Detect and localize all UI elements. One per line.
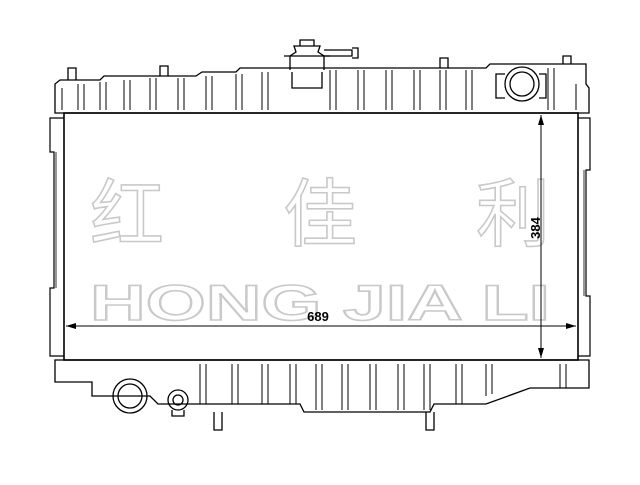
left-side-rail bbox=[49, 117, 64, 357]
width-dimension bbox=[66, 323, 576, 329]
height-dimension bbox=[538, 115, 544, 358]
top-tank-ribs bbox=[61, 68, 577, 110]
filler-neck bbox=[284, 39, 330, 89]
bottom-tank-ribs bbox=[199, 364, 567, 410]
bottom-mounting-pins bbox=[213, 412, 435, 431]
upper-inlet-pipe bbox=[495, 66, 547, 102]
watermark-english: HONG JIA LI bbox=[90, 275, 550, 331]
watermark-chinese: 红 佳 利 bbox=[90, 172, 550, 258]
top-tank-outline bbox=[54, 63, 590, 114]
watermark: 红 佳 利 HONG JIA LI bbox=[89, 171, 551, 332]
height-dimension-label: 384 bbox=[528, 216, 543, 238]
top-mounting-pins bbox=[67, 55, 572, 80]
overflow-tube bbox=[324, 47, 359, 59]
width-dimension-label: 689 bbox=[307, 309, 329, 324]
drain-plug bbox=[167, 389, 189, 417]
right-side-rail bbox=[578, 117, 591, 357]
bottom-tank-outline bbox=[54, 359, 590, 413]
top-tank bbox=[54, 39, 590, 114]
bottom-tank bbox=[54, 359, 590, 431]
lower-outlet-pipe bbox=[112, 378, 148, 414]
